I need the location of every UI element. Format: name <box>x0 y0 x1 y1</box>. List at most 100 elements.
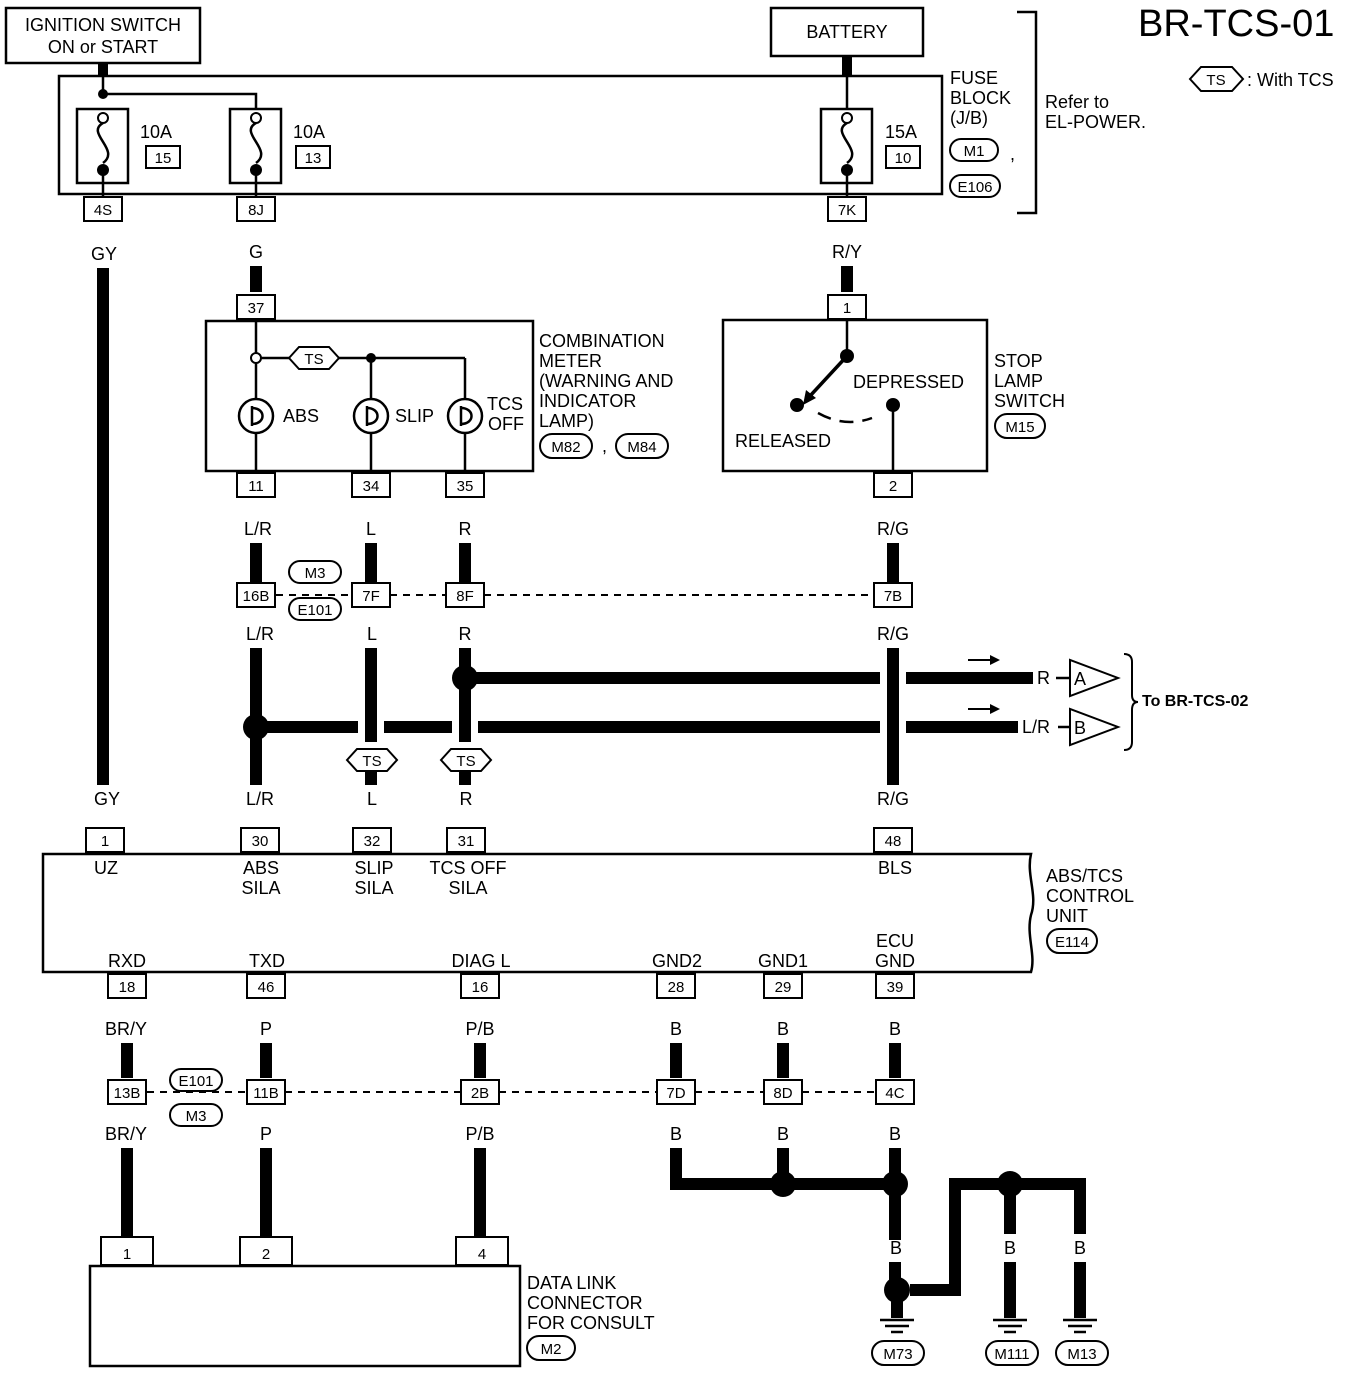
svg-text:P/B: P/B <box>465 1019 494 1039</box>
svg-text:8J: 8J <box>248 202 264 219</box>
svg-text:B: B <box>777 1124 789 1144</box>
pin-slsw-1: 1 <box>827 294 867 320</box>
svg-text:10: 10 <box>895 150 912 167</box>
svg-text:SILA: SILA <box>354 878 393 898</box>
svg-text:R/Y: R/Y <box>832 242 862 262</box>
svg-text:GND2: GND2 <box>652 951 702 971</box>
svg-text:E106: E106 <box>957 179 992 196</box>
svg-text:BLOCK: BLOCK <box>950 88 1011 108</box>
svg-text:Refer to: Refer to <box>1045 92 1109 112</box>
fuse-block <box>57 56 944 196</box>
svg-text:E101: E101 <box>178 1073 213 1090</box>
svg-text:13: 13 <box>305 150 322 167</box>
svg-text:4: 4 <box>478 1246 486 1263</box>
svg-text:L/R: L/R <box>244 519 272 539</box>
lamp-slip: SLIP <box>395 406 434 426</box>
svg-text:8F: 8F <box>456 588 474 605</box>
abs-tcs-control-unit: UZ ABS SILA SLIP SILA TCS OFF SILA BLS R… <box>41 852 1035 974</box>
svg-text:ABS: ABS <box>243 858 279 878</box>
terminal-7K: 7K <box>827 196 867 222</box>
svg-text:2: 2 <box>889 478 897 495</box>
svg-text:M13: M13 <box>1067 1346 1096 1363</box>
svg-text:16B: 16B <box>243 588 270 605</box>
svg-text:SWITCH: SWITCH <box>994 391 1065 411</box>
svg-text:DIAG L: DIAG L <box>451 951 510 971</box>
svg-text:R: R <box>459 624 472 644</box>
svg-text:ON or START: ON or START <box>48 37 158 57</box>
svg-text:4C: 4C <box>885 1085 904 1102</box>
svg-text:BR/Y: BR/Y <box>105 1124 147 1144</box>
svg-text:13B: 13B <box>114 1085 141 1102</box>
svg-text:UZ: UZ <box>94 858 118 878</box>
legend-text: : With TCS <box>1247 70 1334 90</box>
wire-gy: GY GY <box>91 244 120 809</box>
svg-text:ECU: ECU <box>876 931 914 951</box>
svg-text:7B: 7B <box>884 588 902 605</box>
svg-text:B: B <box>1004 1238 1016 1258</box>
data-link-pins: 1 2 4 <box>100 1236 509 1266</box>
svg-text:1: 1 <box>843 300 851 317</box>
svg-text:DATA LINK: DATA LINK <box>527 1273 616 1293</box>
svg-text:METER: METER <box>539 351 602 371</box>
svg-text:DEPRESSED: DEPRESSED <box>853 372 964 392</box>
svg-text:7K: 7K <box>838 202 856 219</box>
combination-meter-label: COMBINATION METER (WARNING AND INDICATOR… <box>539 331 673 459</box>
ground-symbol-m111: M111 <box>985 1318 1039 1366</box>
lamp-tcs: TCS <box>487 394 523 414</box>
svg-text:R: R <box>459 519 472 539</box>
svg-text:1: 1 <box>101 833 109 850</box>
svg-text:G: G <box>249 242 263 262</box>
svg-text:L: L <box>366 519 376 539</box>
svg-text:M73: M73 <box>883 1346 912 1363</box>
wires-lower-upper: BR/Y P P/B B B B <box>105 1019 901 1078</box>
svg-text:B: B <box>949 1238 961 1258</box>
svg-text:15: 15 <box>155 150 172 167</box>
svg-text:1: 1 <box>123 1246 131 1263</box>
svg-text:32: 32 <box>364 833 381 850</box>
svg-text:R/G: R/G <box>877 624 909 644</box>
svg-text:ABS/TCS: ABS/TCS <box>1046 866 1123 886</box>
svg-text:(WARNING AND: (WARNING AND <box>539 371 673 391</box>
svg-text:35: 35 <box>457 478 474 495</box>
svg-text:GND1: GND1 <box>758 951 808 971</box>
fuse-15: 10A 15 <box>75 107 181 196</box>
terminal-8J: 8J <box>236 196 276 222</box>
svg-text:4S: 4S <box>94 202 112 219</box>
svg-text:FUSE: FUSE <box>950 68 998 88</box>
svg-text:L/R: L/R <box>1022 717 1050 737</box>
control-unit-bottom-pins: 18 46 16 28 29 39 <box>107 973 915 999</box>
svg-text:GND: GND <box>875 951 915 971</box>
svg-text:BLS: BLS <box>878 858 912 878</box>
svg-text:SILA: SILA <box>241 878 280 898</box>
svg-text:M82: M82 <box>551 439 580 456</box>
wires-upper: L/R L R R/G <box>244 519 909 582</box>
svg-text:M3: M3 <box>186 1108 207 1125</box>
svg-text:B: B <box>889 1124 901 1144</box>
svg-text:15A: 15A <box>885 122 917 142</box>
svg-text:BATTERY: BATTERY <box>806 22 887 42</box>
svg-text:R/G: R/G <box>877 519 909 539</box>
svg-text:COMBINATION: COMBINATION <box>539 331 665 351</box>
wire-g: G <box>249 242 263 292</box>
fuse-13: 10A 13 <box>228 107 331 196</box>
svg-text:7F: 7F <box>362 588 380 605</box>
fuse-block-label: FUSE BLOCK (J/B) M1 , E106 Refer to EL-P… <box>949 10 1146 215</box>
wires-lower-bottom: BR/Y P P/B B B B <box>105 1124 908 1240</box>
data-link-connector: DATA LINK CONNECTOR FOR CONSULT M2 <box>88 1264 655 1368</box>
svg-text:GY: GY <box>91 244 117 264</box>
svg-text:M1: M1 <box>964 143 985 160</box>
svg-text:48: 48 <box>885 833 902 850</box>
svg-text:18: 18 <box>119 979 136 996</box>
svg-text:L: L <box>367 789 377 809</box>
svg-text:,: , <box>1010 144 1015 164</box>
svg-text:To BR-TCS-02: To BR-TCS-02 <box>1142 693 1248 710</box>
wire-labels-lower: L/R L R R/G <box>246 789 909 809</box>
svg-text:TS: TS <box>1206 72 1225 89</box>
svg-text:CONNECTOR: CONNECTOR <box>527 1293 643 1313</box>
svg-text:10A: 10A <box>140 122 172 142</box>
svg-text:M84: M84 <box>627 439 656 456</box>
meter-pins: 11 34 35 <box>236 472 485 498</box>
svg-text:BR/Y: BR/Y <box>105 1019 147 1039</box>
battery-box: BATTERY <box>769 6 925 58</box>
svg-text:34: 34 <box>363 478 380 495</box>
